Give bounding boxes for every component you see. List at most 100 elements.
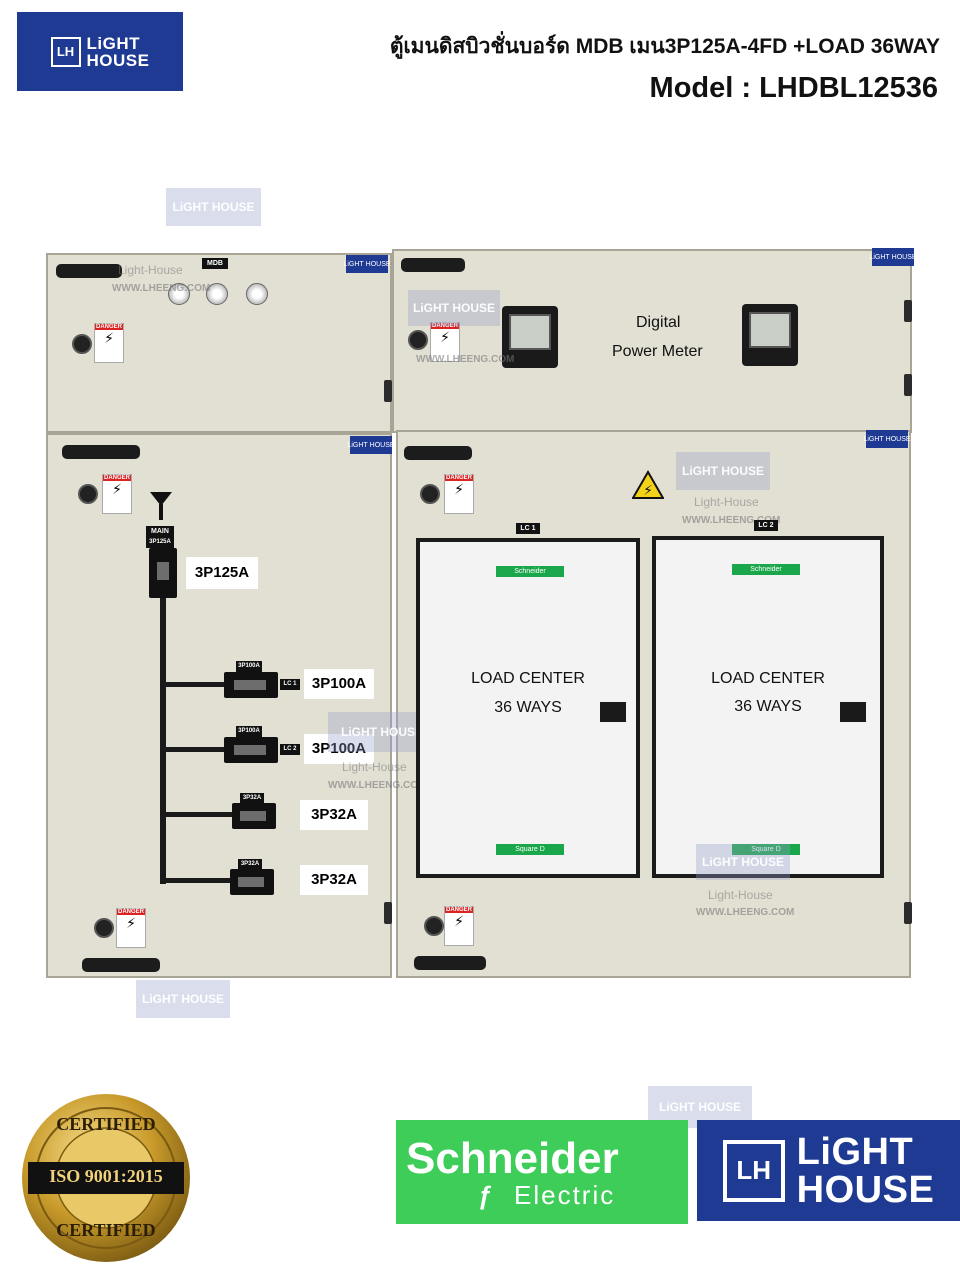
schneider-name: Schneider xyxy=(406,1134,619,1183)
lc-label: LC 2 xyxy=(280,744,300,755)
logo-text-bottom: HOUSE xyxy=(796,1168,935,1211)
door-lock-icon xyxy=(78,484,98,504)
svg-text:⚡: ⚡ xyxy=(643,483,653,499)
watermark-name: Light-House xyxy=(118,263,183,277)
busbar-branch xyxy=(160,812,234,817)
power-meter xyxy=(742,304,798,366)
hinge xyxy=(384,902,392,924)
danger-sticker: DANGER⚡ xyxy=(444,474,474,514)
feeder-breaker xyxy=(232,803,276,829)
breaker-small-label: 3P100A xyxy=(236,726,262,737)
load-center-1: Schneider LOAD CENTER 36 WAYS Square D xyxy=(416,538,640,878)
watermark-logo: LiGHT HOUSE xyxy=(408,290,500,326)
busbar-vertical xyxy=(160,598,166,884)
watermark-url: WWW.LHEENG.COM xyxy=(416,354,515,365)
lh-mark-icon: LH xyxy=(722,1139,785,1202)
pilot-lamp xyxy=(246,283,268,305)
panel-brand-badge: LiGHT HOUSE xyxy=(343,255,391,273)
warning-triangle-icon: ⚡ xyxy=(632,470,664,499)
lower-left-panel xyxy=(46,433,392,978)
seal-icon xyxy=(22,1094,190,1262)
logo-text-bottom: HOUSE xyxy=(86,50,150,70)
main-rating-small: 3P125A xyxy=(146,537,174,548)
watermark-logo: LiGHT HOUSE xyxy=(696,844,790,880)
breaker-rating-tag: 3P32A xyxy=(300,865,368,895)
load-center-title: LOAD CENTER xyxy=(711,670,825,687)
busbar-branch xyxy=(160,878,230,883)
load-center-ways: 36 WAYS xyxy=(734,698,802,715)
lh-mark-icon: LH xyxy=(50,36,81,67)
watermark-name: Light-House xyxy=(342,760,407,774)
breaker-rating-tag: 3P125A xyxy=(186,557,258,589)
panel-brand-badge: LiGHT HOUSE xyxy=(347,436,395,454)
breaker-rating-tag: 3P100A xyxy=(304,734,374,764)
breaker-rating-tag: 3P32A xyxy=(300,800,368,830)
pilot-lamp xyxy=(168,283,190,305)
door-lock-icon xyxy=(72,334,92,354)
iso-top-text: CERTIFIED xyxy=(56,1114,156,1134)
busbar-branch xyxy=(160,747,226,752)
load-center-ways: 36 WAYS xyxy=(494,699,562,716)
danger-sticker: DANGER⚡ xyxy=(430,322,460,362)
model-number: Model : LHDBL12536 xyxy=(649,72,938,104)
watermark-url: WWW.LHEENG.COM xyxy=(696,907,795,918)
mdb-label: MDB xyxy=(202,258,228,269)
lc2-label: LC 2 xyxy=(754,520,778,531)
main-breaker xyxy=(149,548,177,598)
upper-right-panel xyxy=(392,249,912,433)
square-d-tag: Square D xyxy=(732,844,800,855)
schneider-mark-icon: ƒ xyxy=(478,1180,493,1210)
breaker-small-label: 3P32A xyxy=(238,859,262,870)
door-handle xyxy=(414,956,486,970)
breaker-small-label: 3P32A xyxy=(240,793,264,804)
pilot-lamp xyxy=(206,283,228,305)
schneider-tag: Schneider xyxy=(496,566,564,577)
square-d-tag: Square D xyxy=(496,844,564,855)
danger-sticker: DANGER⚡ xyxy=(116,908,146,948)
load-center-title: LOAD CENTER xyxy=(471,670,585,687)
door-handle xyxy=(62,445,140,459)
watermark-name: Light-House xyxy=(694,495,759,509)
lc-label: LC 1 xyxy=(280,679,300,690)
watermark-logo: LiGHT HOUSE xyxy=(136,980,230,1018)
danger-sticker: DANGER⚡ xyxy=(102,474,132,514)
iso-middle-text: ISO 9001:2015 xyxy=(49,1166,163,1186)
schneider-tag: Schneider xyxy=(732,564,800,575)
logo-text-top: LiGHT xyxy=(86,33,141,53)
door-lock-icon xyxy=(420,484,440,504)
door-handle xyxy=(56,264,122,278)
door-lock-icon xyxy=(408,330,428,350)
logo-text-top: LiGHT xyxy=(796,1130,914,1173)
panel-brand-badge: LiGHT HOUSE xyxy=(869,248,917,266)
feeder-breaker xyxy=(230,869,274,895)
latch-icon xyxy=(840,702,866,722)
latch-icon xyxy=(600,702,626,722)
door-handle xyxy=(401,258,465,272)
watermark-logo: LiGHT HOUSE xyxy=(676,452,770,490)
schneider-electric-logo: Schneider Electric ƒ xyxy=(396,1120,688,1224)
iso-bottom-text: CERTIFIED xyxy=(56,1220,156,1240)
watermark-url: WWW.LHEENG.COM xyxy=(112,283,211,294)
danger-sticker: DANGER⚡ xyxy=(444,906,474,946)
page-title: ตู้เมนดิสบิวชั่นบอร์ด MDB เมน3P125A-4FD … xyxy=(389,35,940,58)
busbar-branch xyxy=(160,682,226,687)
watermark-logo: LiGHT HOUSE xyxy=(166,188,261,226)
door-lock-icon xyxy=(94,918,114,938)
danger-sticker: DANGER⚡ xyxy=(94,323,124,363)
hinge xyxy=(384,380,392,402)
panel-brand-badge: LiGHT HOUSE xyxy=(863,430,911,448)
door-handle xyxy=(82,958,160,972)
hinge xyxy=(904,374,912,396)
power-meter xyxy=(502,306,558,368)
watermark-url: WWW.LHEENG.COM xyxy=(682,515,781,526)
watermark-url: WWW.LHEENG.COM xyxy=(328,780,427,791)
iso-certified-seal: CERTIFIED ISO 9001:2015 CERTIFIED xyxy=(20,1092,192,1264)
hinge xyxy=(904,300,912,322)
lc1-label: LC 1 xyxy=(516,523,540,534)
feeder-breaker xyxy=(224,672,278,698)
feeder-breaker xyxy=(224,737,278,763)
main-label: MAIN xyxy=(146,526,174,537)
door-handle xyxy=(404,446,472,460)
